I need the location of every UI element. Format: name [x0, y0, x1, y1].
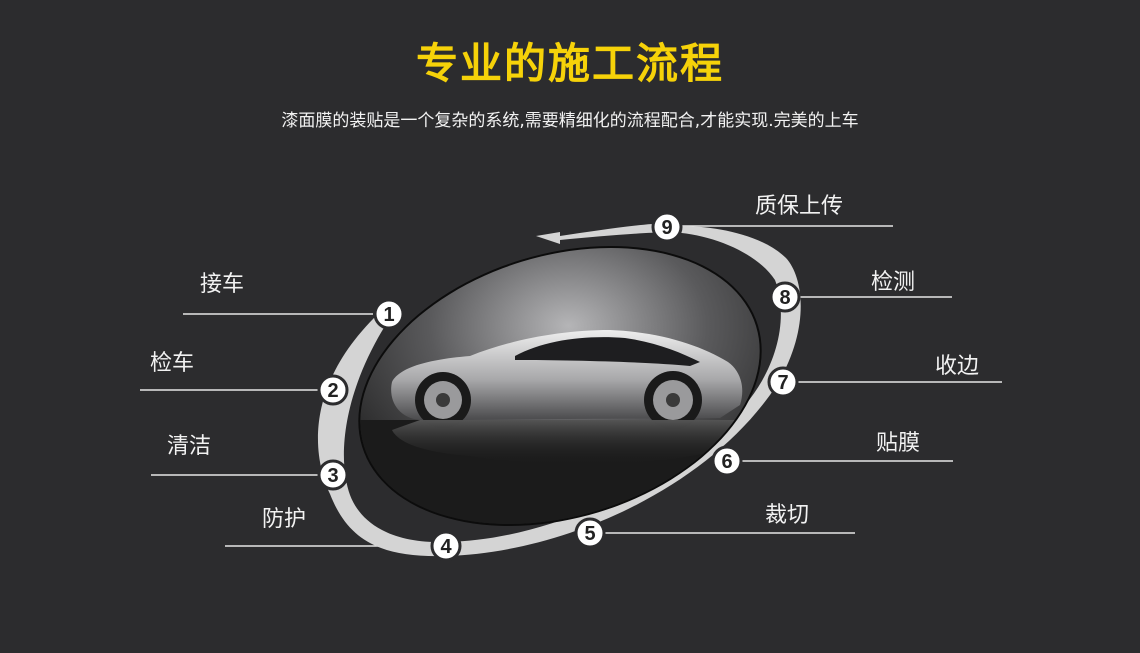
step-marker-7: 7 [767, 366, 799, 398]
svg-text:8: 8 [779, 287, 790, 309]
svg-text:3: 3 [327, 465, 338, 487]
step-label-3: 清洁 [167, 434, 212, 459]
step-marker-1: 1 [373, 298, 405, 330]
svg-text:7: 7 [777, 372, 788, 394]
svg-text:2: 2 [327, 380, 338, 402]
step-label-6: 贴膜 [876, 431, 921, 456]
step-label-1: 接车 [200, 272, 245, 297]
page-title: 专业的施工流程 [415, 39, 724, 88]
step-label-8: 检测 [871, 270, 916, 295]
svg-text:5: 5 [584, 523, 595, 545]
step-marker-9: 9 [651, 211, 683, 243]
svg-text:1: 1 [383, 304, 394, 326]
arrow-head [536, 223, 668, 244]
step-label-9: 质保上传 [755, 194, 844, 219]
svg-text:9: 9 [661, 217, 672, 239]
step-marker-4: 4 [430, 530, 462, 562]
step-marker-8: 8 [769, 281, 801, 313]
step-label-5: 裁切 [765, 503, 810, 528]
leader-lines [140, 225, 1002, 547]
car-image [340, 230, 780, 550]
step-marker-2: 2 [317, 374, 349, 406]
step-label-2: 检车 [150, 351, 195, 376]
step-marker-6: 6 [711, 445, 743, 477]
step-label-4: 防护 [262, 507, 307, 532]
step-markers: 1 2 3 4 5 6 7 8 [317, 211, 801, 562]
svg-text:4: 4 [440, 536, 452, 558]
step-marker-5: 5 [574, 517, 606, 549]
page-subtitle: 漆面膜的装贴是一个复杂的系统,需要精细化的流程配合,才能实现.完美的上车 [281, 111, 859, 131]
svg-text:6: 6 [721, 451, 732, 473]
step-label-7: 收边 [935, 354, 980, 379]
step-marker-3: 3 [317, 459, 349, 491]
